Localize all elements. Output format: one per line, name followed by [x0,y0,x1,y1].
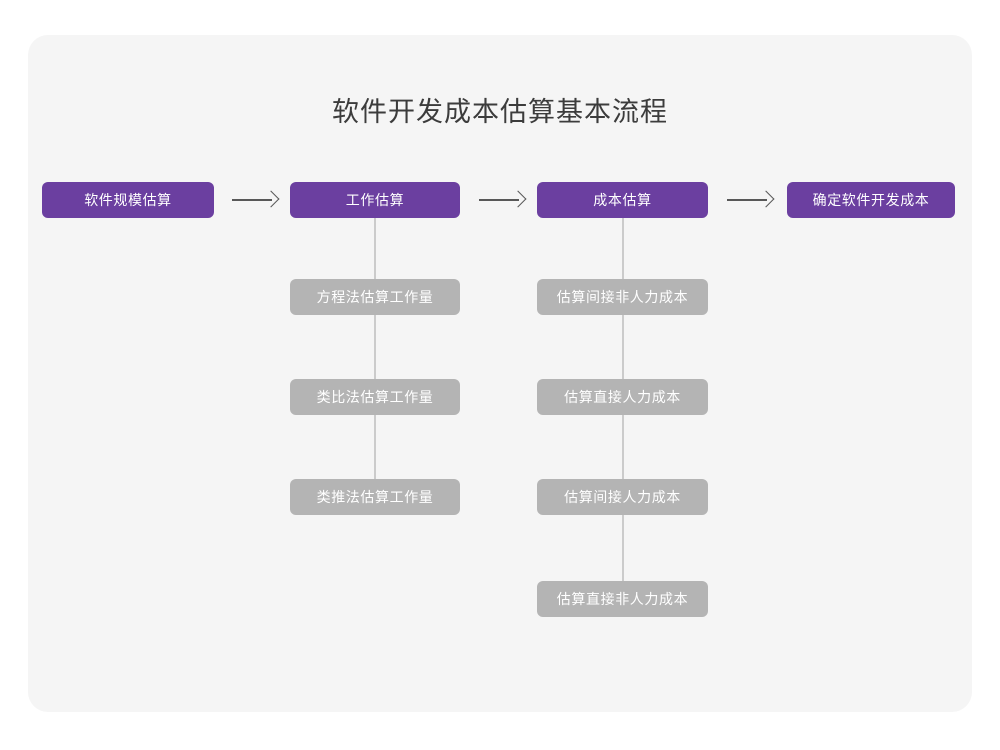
stage-node-label: 软件规模估算 [84,192,172,208]
substep-node-label: 估算直接人力成本 [564,389,681,405]
stage-node-determine-development-cost[interactable]: 确定软件开发成本 [787,182,955,218]
stage-node-label: 成本估算 [593,192,652,208]
stage-node-software-scale-estimation[interactable]: 软件规模估算 [42,182,214,218]
arrow-right-icon [727,190,775,210]
arrow-right-icon [232,190,280,210]
substep-node-equation-method-effort[interactable]: 方程法估算工作量 [290,279,460,315]
substep-node-direct-nonlabor-cost[interactable]: 估算直接非人力成本 [537,581,708,617]
substep-node-indirect-labor-cost[interactable]: 估算间接人力成本 [537,479,708,515]
substep-node-label: 类比法估算工作量 [316,389,434,405]
connector-line-stage-2 [374,218,376,498]
page-title: 软件开发成本估算基本流程 [332,97,668,127]
substep-node-label: 估算间接人力成本 [564,489,681,505]
arrow-right-icon [479,190,527,210]
substep-node-label: 估算间接非人力成本 [556,289,689,305]
stage-node-label: 确定软件开发成本 [812,192,930,208]
substep-node-label: 类推法估算工作量 [316,489,434,505]
substep-node-label: 估算直接非人力成本 [556,591,689,607]
stage-node-effort-estimation[interactable]: 工作估算 [290,182,460,218]
substep-node-label: 方程法估算工作量 [316,289,434,305]
substep-node-analogy-method-effort[interactable]: 类比法估算工作量 [290,379,460,415]
substep-node-direct-labor-cost[interactable]: 估算直接人力成本 [537,379,708,415]
substep-node-inference-method-effort[interactable]: 类推法估算工作量 [290,479,460,515]
stage-node-label: 工作估算 [345,192,405,208]
diagram-card [28,35,972,712]
substep-node-indirect-nonlabor-cost[interactable]: 估算间接非人力成本 [537,279,708,315]
stage-node-cost-estimation[interactable]: 成本估算 [537,182,708,218]
